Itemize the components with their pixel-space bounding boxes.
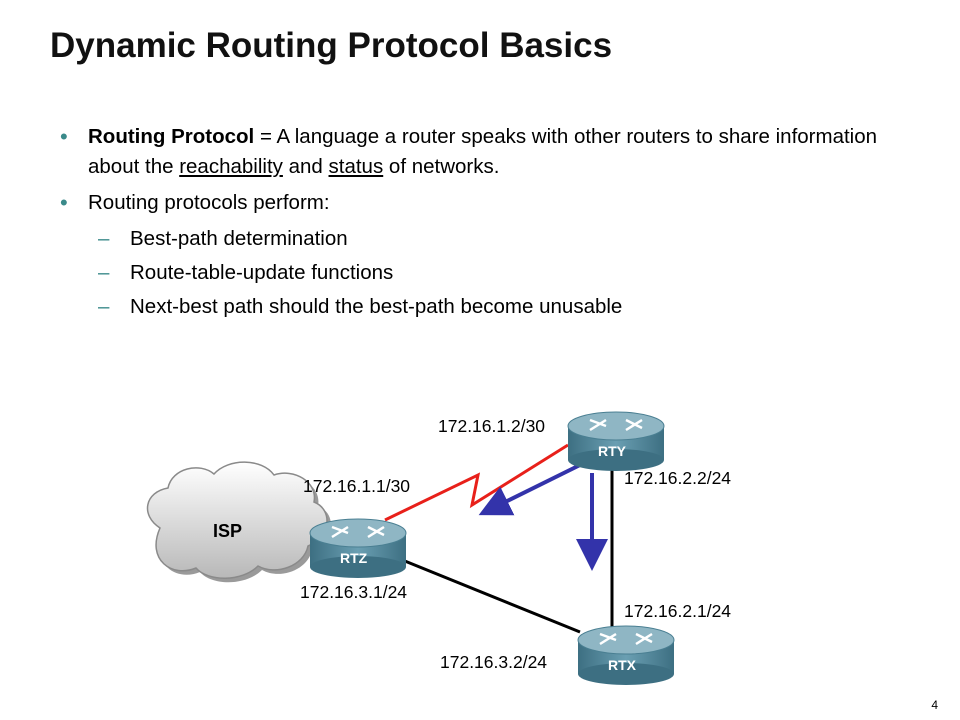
sub-item-1: – Best-path determination	[60, 224, 920, 254]
isp-label: ISP	[213, 521, 242, 541]
update-arrow-to-rtz-icon	[478, 463, 581, 516]
ip-rtx-eth3: 172.16.3.2/24	[440, 652, 547, 672]
dash-icon: –	[98, 227, 110, 250]
sub-item-2-text: Route-table-update functions	[130, 261, 394, 284]
ip-rtz-serial: 172.16.1.1/30	[303, 476, 410, 496]
page-title: Dynamic Routing Protocol Basics	[50, 26, 613, 65]
bullet-item-2: • Routing protocols perform:	[60, 188, 920, 218]
router-rtz-label: RTZ	[340, 550, 368, 566]
bullet-1-status: status	[328, 155, 384, 178]
dash-icon: –	[98, 295, 110, 318]
router-rtx-label: RTX	[608, 657, 637, 673]
bullet-1-bold: Routing Protocol	[88, 125, 255, 148]
ip-rtz-eth: 172.16.3.1/24	[300, 582, 407, 602]
dash-icon: –	[98, 261, 110, 284]
page-number: 4	[931, 698, 938, 712]
router-rtx-icon: RTX	[577, 625, 675, 685]
sub-item-1-text: Best-path determination	[130, 227, 348, 250]
isp-cloud-icon	[146, 461, 331, 583]
bullet-1-and: and	[282, 155, 329, 178]
router-rty-label: RTY	[598, 443, 627, 459]
bullet-1-reachability: reachability	[179, 155, 283, 178]
router-rty-icon: RTY	[567, 411, 665, 471]
sub-item-3-text: Next-best path should the best-path beco…	[130, 295, 623, 318]
bullet-dot-icon: •	[60, 124, 68, 149]
ip-rty-eth: 172.16.2.2/24	[624, 468, 731, 488]
bullet-item-1: • Routing Protocol = A language a router…	[60, 122, 920, 182]
bullet-1-end: of networks.	[383, 155, 500, 178]
ip-rtx-eth2: 172.16.2.1/24	[624, 601, 731, 621]
sub-item-2: – Route-table-update functions	[60, 258, 920, 288]
bullet-list: • Routing Protocol = A language a router…	[60, 122, 920, 326]
sub-item-3: – Next-best path should the best-path be…	[60, 292, 920, 322]
bullet-dot-icon: •	[60, 190, 68, 215]
ip-rty-serial: 172.16.1.2/30	[438, 416, 545, 436]
bullet-1-text: = A language a router speaks with other …	[88, 125, 878, 178]
router-rtz-icon: RTZ	[309, 518, 407, 578]
serial-link	[384, 443, 569, 522]
link-rtz-rtx	[389, 553, 581, 634]
bullet-2-text: Routing protocols perform:	[88, 191, 330, 214]
